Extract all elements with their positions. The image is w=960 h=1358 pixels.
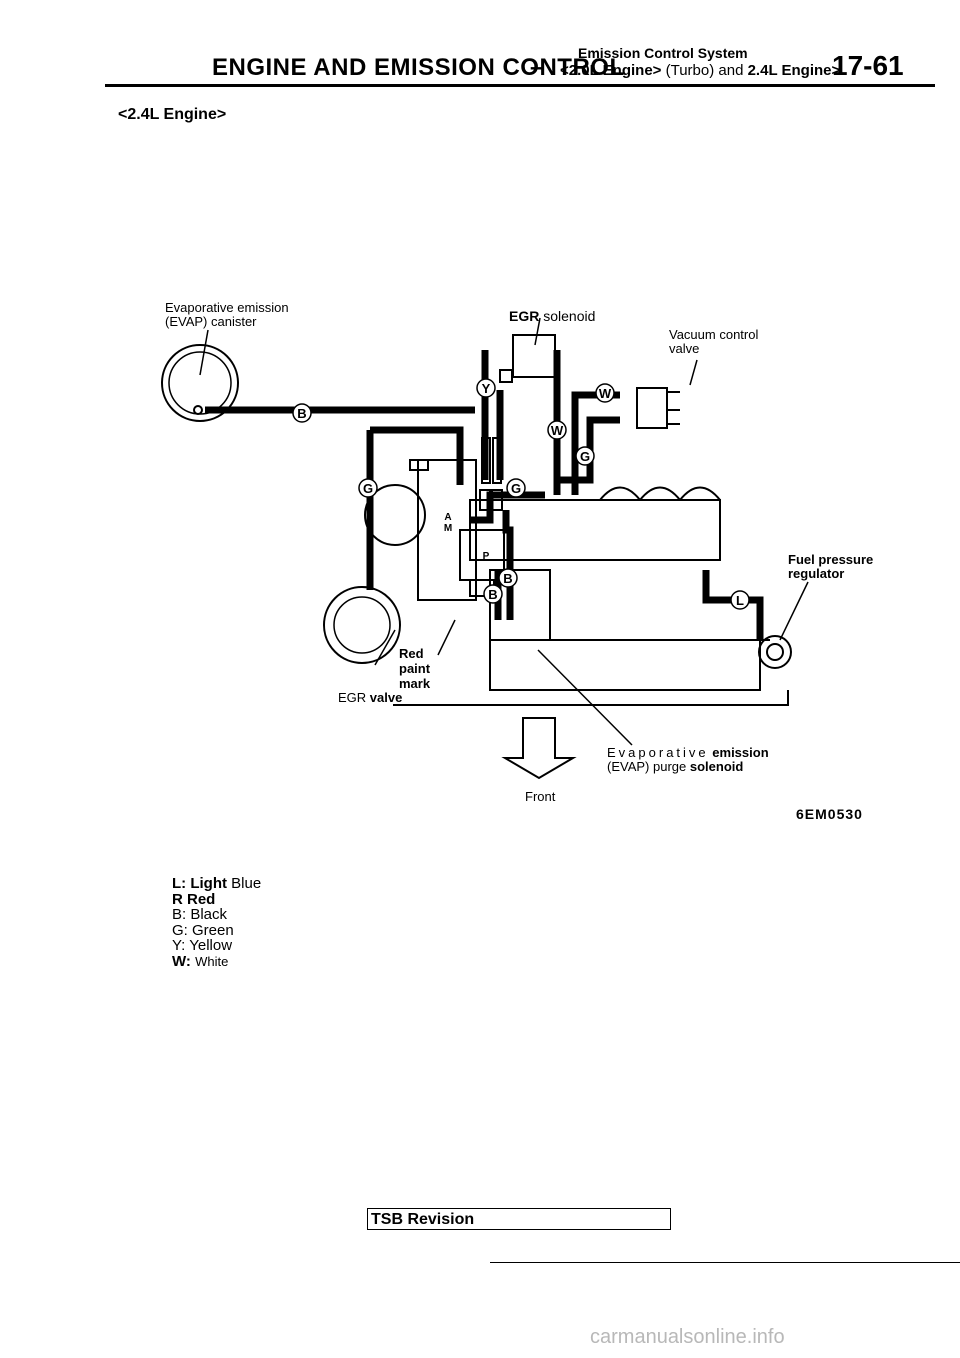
egr-solenoid-label-rest: solenoid <box>543 308 596 324</box>
fuel-pressure-regulator-label: Fuel pressure regulator <box>788 553 873 581</box>
legend-red: R Red <box>172 890 216 908</box>
hose-tag-g-left: G <box>358 478 378 498</box>
legend-l-key: L: Light <box>172 875 227 892</box>
evap-canister-label: Evaporative emission (EVAP) canister <box>165 301 289 329</box>
color-legend: L: Light Blue R Red B: Black G: Green Y:… <box>172 876 261 970</box>
svg-text:G: G <box>363 481 373 496</box>
evap-purge-solenoid-label: Evaporative emission (EVAP) purge soleno… <box>607 746 769 774</box>
evap-purge-solenoid <box>489 569 551 641</box>
front-label: Front <box>525 789 556 804</box>
engine-subtitle-mid: (Turbo) and <box>665 62 744 79</box>
egr-valve <box>323 586 401 664</box>
hose-tag-b-lower: B <box>483 584 503 604</box>
red-paint-label-line3: mark <box>399 676 431 691</box>
tsb-label: TSB <box>371 1211 403 1228</box>
evap-canister <box>161 344 239 422</box>
egr-valve-label-a: EGR <box>338 690 367 705</box>
evap-purge-label-line1b: emission <box>712 745 769 760</box>
vacuum-control-valve-label: Vacuum control valve <box>669 328 758 356</box>
fuel-pressure-regulator <box>758 635 792 669</box>
egr-solenoid-label: EGR solenoid <box>509 309 595 323</box>
section-title: <2.4L Engine> <box>118 106 227 123</box>
hose-tag-b-upper: B <box>498 568 518 588</box>
svg-text:W: W <box>599 386 612 401</box>
chapter-title: ENGINE AND EMISSION CONTROL <box>212 54 625 81</box>
header-rule <box>105 84 935 87</box>
tsb-revision-box: TSB Revision <box>367 1208 671 1230</box>
legend-green: G: Green <box>172 921 234 939</box>
hose-tag-l: L <box>730 590 750 610</box>
svg-text:B: B <box>503 571 512 586</box>
legend-white: W: White <box>172 954 261 970</box>
svg-text:L: L <box>736 593 744 608</box>
port-tag-a: A <box>444 512 451 523</box>
vacuum-control-valve <box>636 387 668 429</box>
red-paint-label-line2: paint <box>399 661 431 676</box>
hose-tag-g-center: G <box>506 478 526 498</box>
egr-solenoid <box>512 334 556 378</box>
legend-w-val: White <box>195 953 229 969</box>
svg-text:B: B <box>488 587 497 602</box>
evap-purge-label-line2a: (EVAP) purge <box>607 759 687 774</box>
title-dash: – <box>530 54 544 81</box>
egr-valve-label: EGR valve <box>338 691 402 705</box>
fuel-pressure-label-line1: Fuel pressure <box>788 552 874 567</box>
vacuum-control-label-line2: valve <box>669 341 700 356</box>
fuel-pressure-label-line2: regulator <box>788 566 845 581</box>
red-paint-mark-label: Red paint mark <box>399 646 430 691</box>
svg-text:G: G <box>511 481 521 496</box>
engine-subtitle-prefix: <2.0L Engine> <box>560 62 662 79</box>
egr-solenoid-label-bold: EGR <box>509 308 540 324</box>
evap-canister-label-line1: Evaporative emission <box>165 300 289 315</box>
hose-tag-w-valve: W <box>595 383 615 403</box>
vacuum-control-label-line1: Vacuum control <box>669 327 759 342</box>
red-paint-label-line1: Red <box>399 646 424 661</box>
evap-purge-label-line2b: solenoid <box>689 759 744 774</box>
svg-text:B: B <box>297 406 306 421</box>
legend-yellow: Y: Yellow <box>172 937 233 955</box>
hose-tag-y: Y <box>476 378 496 398</box>
engine-subtitle: <2.0L Engine> (Turbo) and 2.4L Engine> <box>560 62 840 79</box>
engine-subtitle-suffix: 2.4L Engine> <box>747 62 841 79</box>
legend-l-val: Blue <box>231 875 262 892</box>
figure-code: 6EM0530 <box>796 806 863 822</box>
intake-plenum <box>469 499 721 561</box>
legend-light-blue: L: Light Blue <box>172 876 261 892</box>
hose-tag-g-right: G <box>575 446 595 466</box>
svg-text:W: W <box>551 423 564 438</box>
egr-valve-label-b: valve <box>369 690 403 705</box>
evap-canister-label-line2: (EVAP) canister <box>165 314 257 329</box>
hose-tag-b-canister: B <box>292 403 312 423</box>
revision-label: Revision <box>407 1211 475 1228</box>
port-tag-m: M <box>444 523 452 534</box>
watermark: carmanualsonline.info <box>590 1326 785 1348</box>
legend-black: B: Black <box>172 906 228 924</box>
evap-purge-label-line1a: Evaporative <box>607 745 709 760</box>
system-title: Emission Control System <box>578 45 748 61</box>
footer-rule <box>490 1262 960 1263</box>
page-number: 17-61 <box>832 50 904 81</box>
svg-text:G: G <box>580 449 590 464</box>
hose-tag-w: W <box>547 420 567 440</box>
front-arrow-icon <box>501 717 577 780</box>
port-tag-p: P <box>483 551 490 562</box>
vacuum-hose-diagram: B Y W W G G G B B L A M P <box>161 317 809 780</box>
legend-w-key: W: <box>172 952 191 970</box>
svg-text:Y: Y <box>482 381 491 396</box>
